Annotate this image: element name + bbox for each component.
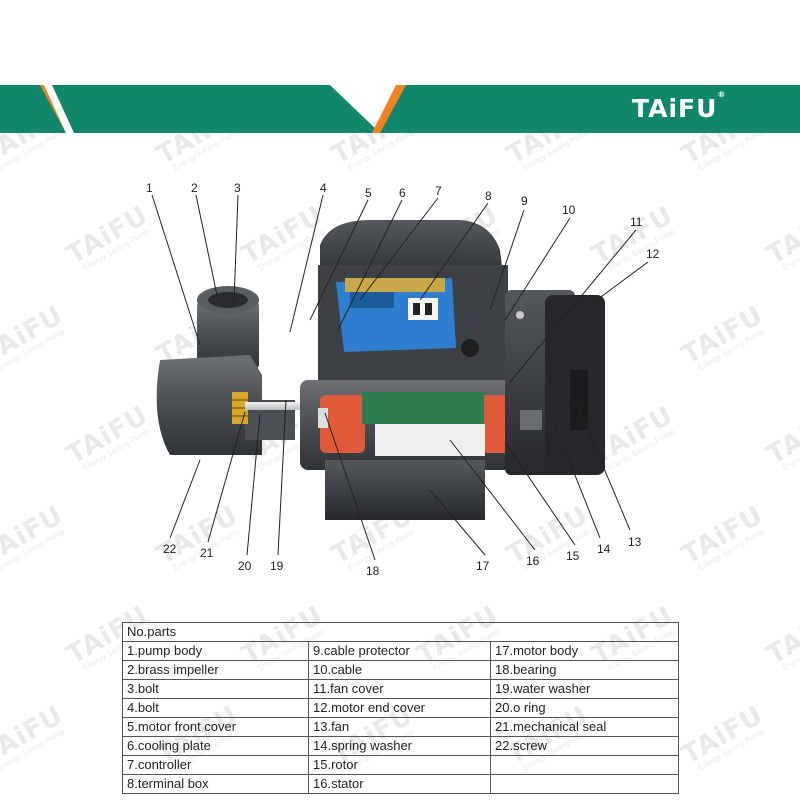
callout-1: 1 [146,181,153,195]
callout-10: 10 [562,203,576,217]
callout-8: 8 [485,189,492,203]
registered-mark: ® [717,90,727,99]
table-cell: 6.cooling plate [122,736,309,756]
callout-18: 18 [366,564,380,578]
table-cell: 7.controller [122,755,309,775]
table-cell: 10.cable [308,660,491,680]
table-cell: 15.rotor [308,755,491,775]
callout-4: 4 [320,181,327,195]
table-cell [489,774,680,794]
table-cell: 19.water washer [489,679,680,699]
table-cell: 9.cable protector [308,641,491,661]
callout-6: 6 [399,186,406,200]
table-cell: 18.bearing [489,660,680,680]
table-cell: 14.spring washer [308,736,491,756]
watermark-brand: TAiFU [761,600,800,671]
pump-body [156,286,295,455]
page-title: Structure [112,84,290,128]
table-cell: 5.motor front cover [122,717,309,737]
table-header: No.parts [121,622,680,642]
callout-7: 7 [435,184,442,198]
brand-name: TAiFU [632,94,718,123]
table-cell: 21.mechanical seal [489,717,680,737]
header-band-right [375,85,800,133]
callout-13: 13 [628,535,642,549]
callout-2: 2 [191,181,198,195]
table-cell: 3.bolt [122,679,309,699]
callout-3: 3 [234,181,241,195]
callout-14: 14 [597,542,611,556]
controller-board [336,278,479,357]
brand-logo: TAiFU® [632,85,726,133]
callout-15: 15 [566,549,580,563]
table-cell: 20.o ring [489,698,680,718]
table-header-row: No.parts [121,622,680,642]
callout-17: 17 [476,559,490,573]
callout-19: 19 [270,559,284,573]
table-cell: 2.brass impeller [122,660,309,680]
callout-5: 5 [365,186,372,200]
callout-11: 11 [630,215,643,229]
table-cell: 12.motor end cover [308,698,491,718]
table-cell: 16.stator [308,774,491,794]
table-cell: 17.motor body [489,641,680,661]
callout-22: 22 [163,542,177,556]
table-cell: 8.terminal box [122,774,309,794]
watermark-brand: TAiFU [0,700,69,771]
callout-leaders [151,194,649,561]
callout-numbers: 1 2 3 4 5 6 7 8 9 10 11 12 13 14 15 16 1… [146,181,660,578]
watermark-tagline: Energy Saving Pump [696,727,766,773]
stator-rotor [318,392,528,456]
watermark-brand: TAiFU [676,700,769,771]
table-cell: 4.bolt [122,698,309,718]
watermark-tagline: Energy Saving Pump [781,627,800,673]
callout-21: 21 [200,546,214,560]
pump-structure-diagram: 1 2 3 4 5 6 7 8 9 10 11 12 13 14 15 16 1… [146,181,660,578]
table-cell: 11.fan cover [308,679,491,699]
table-cell: 13.fan [308,717,491,737]
fan-end-cover [505,290,605,475]
callout-9: 9 [521,194,528,208]
callout-20: 20 [238,559,252,573]
callout-12: 12 [646,247,660,261]
table-cell: 1.pump body [122,641,309,661]
callout-16: 16 [526,554,540,568]
table-cell [489,755,680,775]
watermark-tagline: Energy Saving Pump [0,727,66,773]
table-cell: 22.screw [489,736,680,756]
